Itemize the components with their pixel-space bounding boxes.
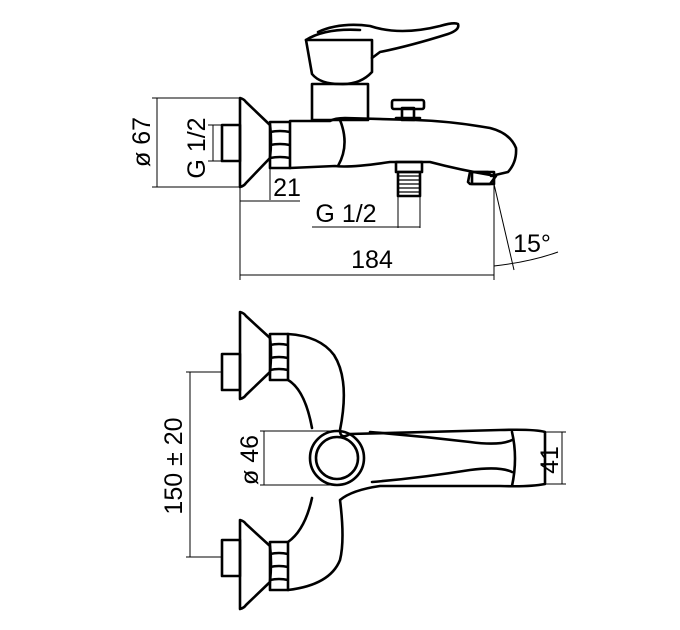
dim-shower-thread [312,196,421,228]
dim-center-distance [186,371,222,558]
lever-cap [304,28,362,42]
dim-connector-depth [239,168,300,202]
dim-inlet-thread [208,124,222,162]
dim-flange-diameter [152,97,240,188]
mixer-body [288,116,518,186]
label-flange-diameter: ø 67 [128,117,156,167]
dim-overall-length [239,184,495,280]
label-connector-depth: 21 [273,174,301,202]
label-shower-thread: G 1/2 [315,200,376,228]
spout-tip [470,170,496,186]
side-view: ø 67 G 1/2 21 G 1/2 184 15° [128,22,559,280]
hex-nut [268,120,292,170]
handle-ring-outer [308,429,366,487]
wall-pipe [220,123,242,163]
top-view: 150 ± 20 ø 46 41 [160,310,566,611]
diverter-knob [390,98,426,111]
wall-flange [238,96,273,189]
mixer-top-body [286,332,547,592]
dim-spout-height [545,431,566,485]
spout-top [368,430,514,484]
shower-outlet-thread [396,170,422,198]
dim-spout-angle [493,183,559,271]
lower-wall-pipe [220,538,242,578]
spout-end [510,430,517,488]
handle-ring-inner [314,435,360,481]
body-inner-bottom [286,496,314,544]
lever-head [304,38,374,86]
label-spout-angle: 15° [513,230,551,258]
label-handle-diameter: ø 46 [236,435,264,485]
label-inlet-thread: G 1/2 [183,117,211,178]
lever-handle [316,22,460,60]
lower-hex-nut [268,540,290,592]
thread-lines [399,175,419,193]
label-overall-length: 184 [351,246,393,274]
upper-hex-nut [268,332,290,382]
cartridge-neck [310,82,370,122]
dim-handle-diameter [260,430,337,486]
upper-wall-pipe [220,352,242,392]
upper-flange [238,310,273,401]
body-inner-top [286,378,314,430]
body-seam [336,118,346,168]
shower-outlet [394,160,424,174]
label-center-distance: 150 ± 20 [160,417,188,514]
lower-flange [238,518,273,611]
label-spout-height: 41 [536,446,564,474]
